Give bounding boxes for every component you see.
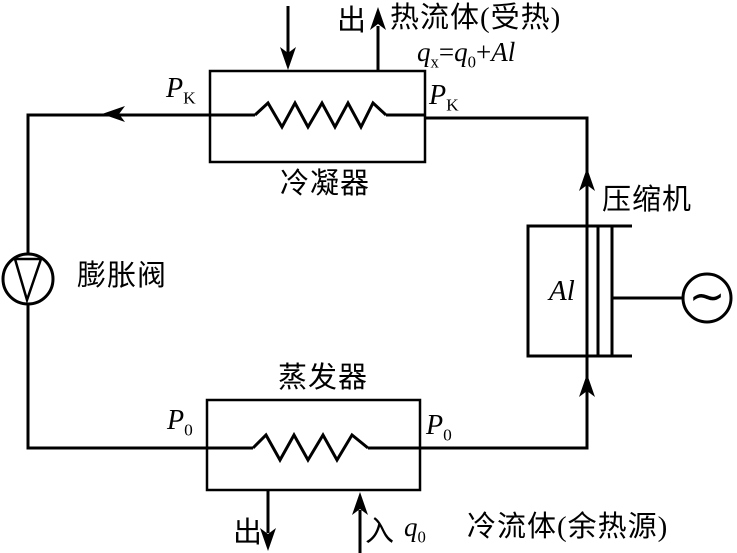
pipe-condenser-to-valve [26,113,210,254]
cold-fluid-in-label: 入 [365,516,396,548]
expansion-valve-circle [1,252,55,306]
hot-fluid-arrows [280,6,386,71]
cold-fluid-arrows [260,490,368,553]
sine-wave-icon: ∼ [689,271,726,322]
cold-fluid-in-arrow-icon [352,492,368,515]
equation-term-al: Al [491,37,516,67]
expansion-valve-triangle-icon [13,257,43,305]
flow-arrow-up-lower-icon [579,374,595,397]
cylinder-outline [526,224,632,358]
heat-subscript: 0 [417,527,426,547]
hot-fluid-in-arrow-icon [280,47,296,70]
pressure-symbol: P [167,405,185,436]
flow-arrow-up-upper-icon [579,168,595,191]
equation-term-qx: q [417,37,431,67]
compressor-cylinder [526,224,683,358]
hot-fluid-out-label: 出 [337,5,368,37]
condenser-box [208,69,427,164]
cold-fluid-out-arrow-icon [260,528,276,551]
equation-plus: + [475,37,492,67]
pressure-subscript: K [183,88,196,108]
motor-circle [681,272,733,324]
cold-fluid-name-label: 冷流体(余热源) [467,511,669,543]
evaporator-name-label: 蒸发器 [278,362,369,394]
condenser-coil-zigzag [253,99,388,131]
pressure-subscript: K [446,95,459,115]
equation-sub-x: x [430,52,439,72]
pressure-symbol: P [426,410,444,441]
evaporator-pressure-right-label: P0 [426,412,452,444]
compressor-work-label: Al [549,277,575,306]
pressure-symbol: P [166,73,184,104]
condenser-pressure-right-label: PK [429,82,459,114]
cold-fluid-heat-label: q0 [404,514,426,546]
heat-symbol: q [404,512,418,542]
evaporator-box [205,398,422,492]
hot-fluid-out-arrow-icon [370,7,386,30]
equation-term-q0: q [454,37,468,67]
hot-fluid-name-label: 热流体(受热) [390,2,562,34]
evaporator-pressure-left-label: P0 [167,407,193,439]
pressure-subscript: 0 [443,425,452,445]
heat-balance-equation: qx=q0+Al [417,39,515,71]
pressure-subscript: 0 [184,420,193,440]
work-symbol: Al [549,275,575,307]
equation-equals: = [438,37,455,67]
pipe-valve-to-evaporator [26,304,207,450]
condenser-name-label: 冷凝器 [280,168,371,200]
condenser-pressure-left-label: PK [166,75,196,107]
expansion-valve-name-label: 膨胀阀 [77,260,168,292]
refrigerant-loop-pipes [26,99,589,464]
evaporator-coil-zigzag [251,431,369,464]
compressor-name-label: 压缩机 [602,184,693,216]
pressure-symbol: P [429,80,447,111]
cold-fluid-out-label: 出 [233,517,264,549]
flow-arrow-left-icon [102,106,125,122]
equation-sub-0: 0 [467,52,476,72]
pipe-evaporator-to-compressor-to-condenser [420,116,589,450]
